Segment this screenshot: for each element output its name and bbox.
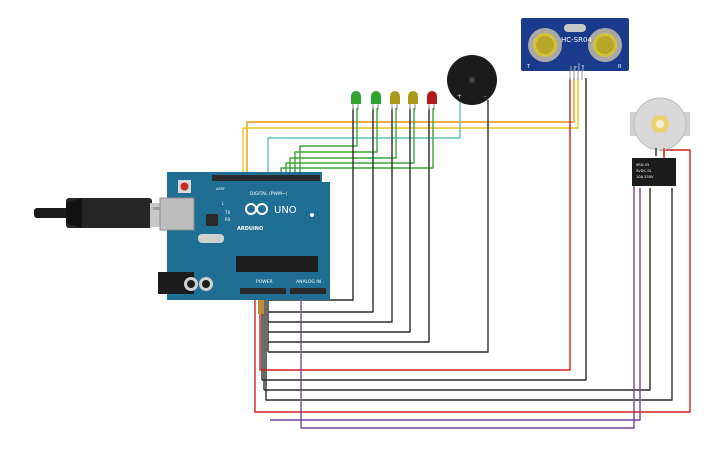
buzzer-plus-label: + — [457, 93, 462, 100]
usb-chip — [206, 214, 218, 226]
wire-led-4 — [285, 108, 415, 175]
arduino-logo-icon — [245, 203, 268, 215]
sensor-name: HC-SR04 — [561, 36, 592, 44]
led-3[interactable] — [390, 91, 400, 110]
usb-plug-body — [66, 198, 152, 228]
led-label-tx: TX — [224, 210, 230, 215]
piezo-buzzer[interactable]: + - — [447, 55, 497, 105]
wire-gnd-led-3 — [268, 108, 393, 323]
led-row — [351, 91, 437, 110]
power-header-label: POWER — [256, 279, 273, 285]
digital-header-label: DIGITAL (PWM~) — [250, 191, 288, 197]
wire-buzzer-signal — [267, 97, 461, 175]
relay-line-2: 5VDC-SL — [636, 169, 652, 173]
relay-line-1: SRD-05 — [636, 163, 649, 167]
sensor-pin-echo: Echo — [577, 64, 581, 73]
led-4[interactable] — [408, 91, 418, 110]
atmega-chip — [236, 256, 318, 272]
wire-led-2 — [294, 108, 378, 175]
usb-jack — [159, 197, 195, 231]
board-model: UNO — [274, 205, 297, 216]
wire-vcc-sensor — [259, 78, 571, 371]
led-label-l: L — [222, 201, 225, 206]
usb-cable-cord — [34, 208, 70, 218]
wire-relay-signal — [300, 159, 640, 429]
wire-gnd-led-2 — [268, 108, 374, 313]
buzzer-minus-label: - — [484, 93, 486, 100]
analog-header-label: ANALOG IN — [296, 279, 321, 285]
wire-gnd-relay-a — [264, 188, 651, 391]
sensor-pin-gnd: Gnd — [581, 65, 585, 72]
sensor-pin-trig: Trig — [573, 66, 577, 73]
wire-gnd-buzzer — [268, 100, 489, 353]
wire-led-5 — [280, 108, 434, 175]
arduino-uno-board[interactable]: ARDUINO UNO DIGITAL (PWM~) POWER ANALOG … — [158, 172, 330, 314]
resistor — [258, 300, 264, 314]
wire-led-1 — [299, 108, 358, 175]
crystal — [198, 234, 224, 243]
relay-module[interactable]: SRD-05 5VDC-SL 10A 250V — [632, 158, 676, 186]
sensor-mark-t: T — [526, 64, 531, 70]
aref-label: AREF — [216, 187, 225, 191]
digital-header — [212, 175, 320, 181]
wire-gnd-led-5 — [268, 108, 430, 343]
wire-vcc-motor — [254, 149, 691, 413]
sensor-pin-vcc: Vcc — [569, 66, 573, 72]
dc-motor[interactable] — [630, 97, 690, 156]
led-2[interactable] — [371, 91, 381, 110]
wire-gnd-sensor — [262, 78, 587, 381]
sensor-mark-r: R — [618, 64, 622, 70]
led-1[interactable] — [351, 91, 361, 110]
sensor-crystal — [564, 24, 586, 32]
relay-line-3: 10A 250V — [636, 175, 654, 179]
power-jack — [158, 272, 194, 294]
analog-header — [290, 288, 326, 294]
board-name: ARDUINO — [237, 226, 263, 232]
board-indicator-icon — [310, 213, 314, 217]
wire-gnd-relay-b — [265, 188, 673, 401]
power-header — [240, 288, 286, 294]
hc-sr04-sensor[interactable]: HC-SR04 T R Vcc Trig Echo Gnd — [521, 18, 629, 80]
wire-relay-signal-2 — [270, 188, 641, 421]
wire-gnd-led-4 — [268, 108, 411, 333]
led-label-rx: RX — [225, 217, 231, 222]
wire-led-3 — [289, 108, 397, 175]
led-5[interactable] — [427, 91, 437, 110]
usb-cable — [34, 198, 174, 228]
